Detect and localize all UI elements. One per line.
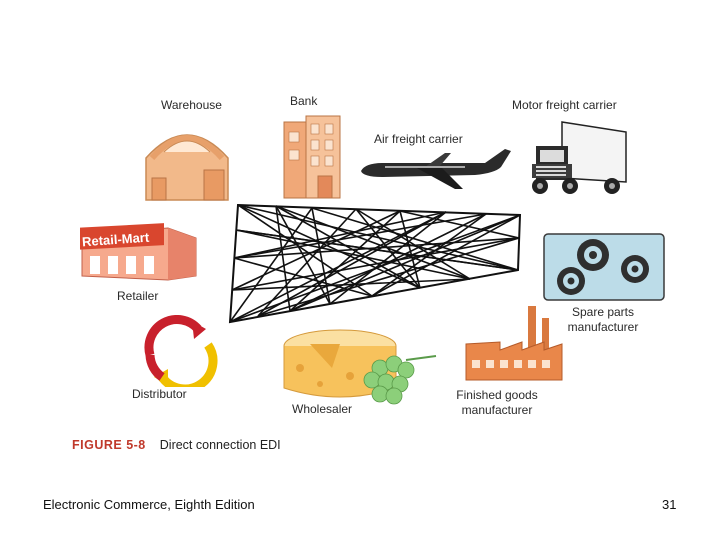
network-link [237,204,421,289]
network-link [275,205,421,289]
warehouse-label: Warehouse [161,98,222,112]
airplane-icon [361,149,511,189]
network-link [355,208,421,289]
network-link [229,207,313,323]
distributor-label: Distributor [132,387,187,401]
network-link [231,237,520,291]
warehouse-icon [145,134,229,201]
network-link [399,210,421,289]
retailer-label: Retailer [117,289,159,303]
wholesaler-label: Wholesaler [292,402,353,416]
network-link [233,257,373,297]
network-link [237,204,519,271]
network-link [257,211,447,317]
bank-icon [283,115,341,199]
network-link [257,237,520,317]
cheese-grapes-icon [283,329,437,405]
network-link [275,205,471,280]
figure-title: Direct connection EDI [159,438,281,452]
network-link [233,237,520,259]
network-link [311,207,331,305]
truck-icon [532,121,627,194]
finished-goods-label-line2: manufacturer [461,403,533,417]
network-links [229,204,521,323]
network-link [311,207,519,271]
footer-book-title: Electronic Commerce, Eighth Edition [43,497,255,512]
network-link [233,211,447,259]
retail-store-icon [80,223,197,281]
finished-goods-label-line1: Finished goods [456,388,538,402]
footer-page-number: 31 [662,497,677,512]
figure-number: FIGURE 5-8 [72,438,146,452]
motor-freight-label: Motor freight carrier [512,98,617,112]
gears-icon [543,233,665,301]
network-link [231,278,471,291]
network-link [235,229,519,271]
distributor-cycle-icon [144,315,218,387]
network-link [289,210,401,312]
spare-parts-label-line2: manufacturer [567,320,639,334]
bank-label: Bank [290,94,318,108]
factory-icon [465,306,563,381]
network-link [399,210,520,239]
network-link [231,210,401,291]
network-link [355,208,471,280]
spare-parts-label-line1: Spare parts [571,305,635,319]
figure-caption: FIGURE 5-8 Direct connection EDI [72,438,281,452]
air-freight-label: Air freight carrier [374,132,463,146]
network-link [275,205,331,305]
